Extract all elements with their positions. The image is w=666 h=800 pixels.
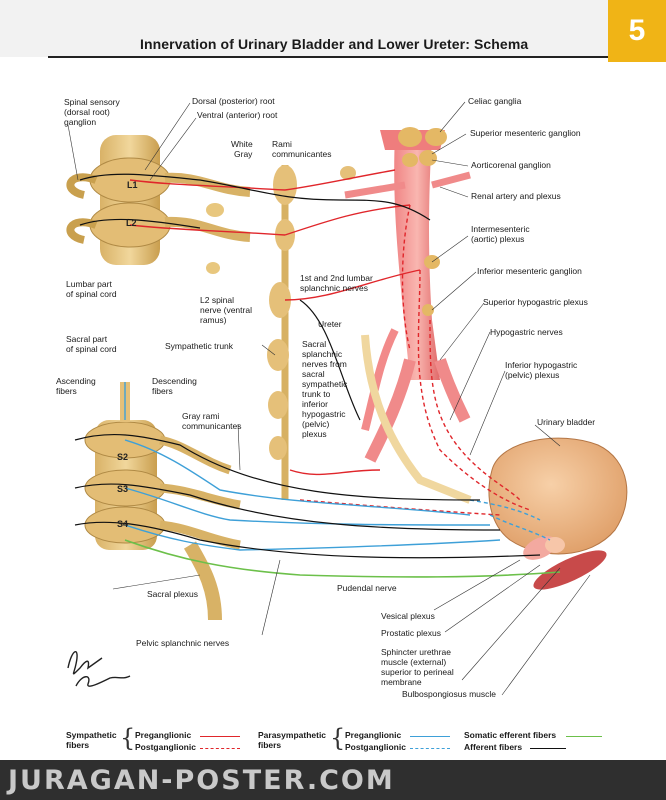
legend-afferent-label: Afferent fibers bbox=[464, 742, 523, 752]
label-lumbar-spinal-cord: Lumbar part of spinal cord bbox=[66, 279, 117, 299]
legend-sym-pre-label: Preganglionic bbox=[135, 730, 192, 740]
lumbar-spinal-cord bbox=[66, 135, 251, 274]
label-inferior-mesenteric-ganglion: Inferior mesenteric ganglion bbox=[477, 266, 582, 276]
label-white: White bbox=[231, 139, 253, 149]
label-dorsal-root: Dorsal (posterior) root bbox=[192, 96, 275, 106]
chapter-number-tab: 5 bbox=[608, 0, 666, 62]
legend-brace-sympathetic: { bbox=[120, 724, 136, 752]
segment-label-s2: S2 bbox=[117, 452, 129, 462]
label-vesical-plexus: Vesical plexus bbox=[381, 611, 435, 621]
legend-sympathetic-title: Sympathetic fibers bbox=[66, 730, 117, 750]
parasympathetic-postganglionic-fibers bbox=[469, 499, 551, 541]
label-sacral-spinal-cord: Sacral part of spinal cord bbox=[66, 334, 117, 354]
segment-label-s4: S4 bbox=[117, 519, 129, 529]
sympathetic-trunk bbox=[267, 165, 356, 500]
label-sympathetic-trunk: Sympathetic trunk bbox=[165, 341, 234, 351]
page-title: Innervation of Urinary Bladder and Lower… bbox=[140, 36, 529, 52]
legend-sym-post-label: Postganglionic bbox=[135, 742, 196, 752]
legend-para-post-label: Postganglionic bbox=[345, 742, 406, 752]
segment-label-l2: L2 bbox=[126, 218, 137, 228]
somatic-efferent-fibers bbox=[124, 539, 561, 578]
label-inferior-hypogastric-plexus: Inferior hypogastric (pelvic) plexus bbox=[505, 360, 578, 380]
legend-para-pre-line bbox=[410, 736, 450, 737]
parasympathetic-preganglionic-fibers bbox=[124, 382, 501, 551]
label-intermesenteric-plexus: Intermesenteric (aortic) plexus bbox=[471, 224, 530, 244]
label-pelvic-splanchnic-nerves: Pelvic splanchnic nerves bbox=[136, 638, 230, 648]
label-ascending-fibers: Ascending fibers bbox=[56, 376, 96, 396]
label-gray-rami: Gray rami communicantes bbox=[182, 411, 242, 431]
label-ureter: Ureter bbox=[318, 319, 342, 329]
label-descending-fibers: Descending fibers bbox=[152, 376, 197, 396]
legend-parasympathetic-title: Parasympathetic fibers bbox=[258, 730, 327, 750]
legend-para-pre-label: Preganglionic bbox=[345, 730, 402, 740]
label-bulbospongiosus: Bulbospongiosus muscle bbox=[402, 689, 497, 699]
label-urinary-bladder: Urinary bladder bbox=[537, 417, 596, 427]
label-sacral-plexus: Sacral plexus bbox=[147, 589, 199, 599]
label-sphincter-urethrae: Sphincter urethrae muscle (external) sup… bbox=[381, 647, 454, 687]
label-spinal-sensory-ganglion: Spinal sensory (dorsal root) ganglion bbox=[64, 97, 120, 127]
legend: Sympathetic fibers { Preganglionic Postg… bbox=[0, 726, 666, 760]
label-superior-hypogastric-plexus: Superior hypogastric plexus bbox=[483, 297, 588, 307]
label-renal-artery-plexus: Renal artery and plexus bbox=[471, 191, 561, 201]
legend-sym-pre-line bbox=[200, 736, 240, 737]
aorta-and-vessels bbox=[344, 127, 471, 463]
label-lumbar-splanchnic-nerves: 1st and 2nd lumbar splanchnic nerves bbox=[300, 273, 373, 293]
header-rule bbox=[48, 56, 608, 58]
legend-para-post-line bbox=[410, 748, 450, 749]
label-sacral-splanchnic-nerves: Sacral splanchnic nerves from sacral sym… bbox=[302, 339, 348, 439]
segment-label-l1: L1 bbox=[127, 180, 138, 190]
label-superior-mesenteric-ganglion: Superior mesenteric ganglion bbox=[470, 128, 581, 138]
sympathetic-preganglionic-fibers bbox=[129, 169, 421, 476]
label-ventral-root: Ventral (anterior) root bbox=[197, 110, 278, 120]
ureter bbox=[361, 334, 472, 504]
header-band bbox=[0, 0, 666, 57]
label-rami-communicantes: Rami communicantes bbox=[272, 139, 332, 159]
watermark-banner: JURAGAN-POSTER.COM bbox=[0, 760, 666, 800]
label-pudendal-nerve: Pudendal nerve bbox=[337, 583, 397, 593]
artist-signature bbox=[67, 651, 131, 687]
label-aorticorenal-ganglion: Aorticorenal ganglion bbox=[471, 160, 551, 170]
label-celiac-ganglia: Celiac ganglia bbox=[468, 96, 522, 106]
legend-brace-parasympathetic: { bbox=[330, 724, 346, 752]
legend-sym-post-line bbox=[200, 748, 240, 749]
legend-somatic-line bbox=[566, 736, 602, 737]
label-leader-lines bbox=[67, 101, 591, 696]
label-hypogastric-nerves: Hypogastric nerves bbox=[490, 327, 563, 337]
afferent-fibers bbox=[74, 173, 541, 559]
legend-somatic-label: Somatic efferent fibers bbox=[464, 730, 557, 740]
segment-label-s3: S3 bbox=[117, 484, 129, 494]
label-gray: Gray bbox=[234, 149, 253, 159]
label-prostatic-plexus: Prostatic plexus bbox=[381, 628, 441, 638]
legend-afferent-line bbox=[530, 748, 566, 749]
label-l2-spinal-nerve: L2 spinal nerve (ventral ramus) bbox=[200, 295, 252, 325]
urinary-bladder bbox=[488, 437, 628, 590]
